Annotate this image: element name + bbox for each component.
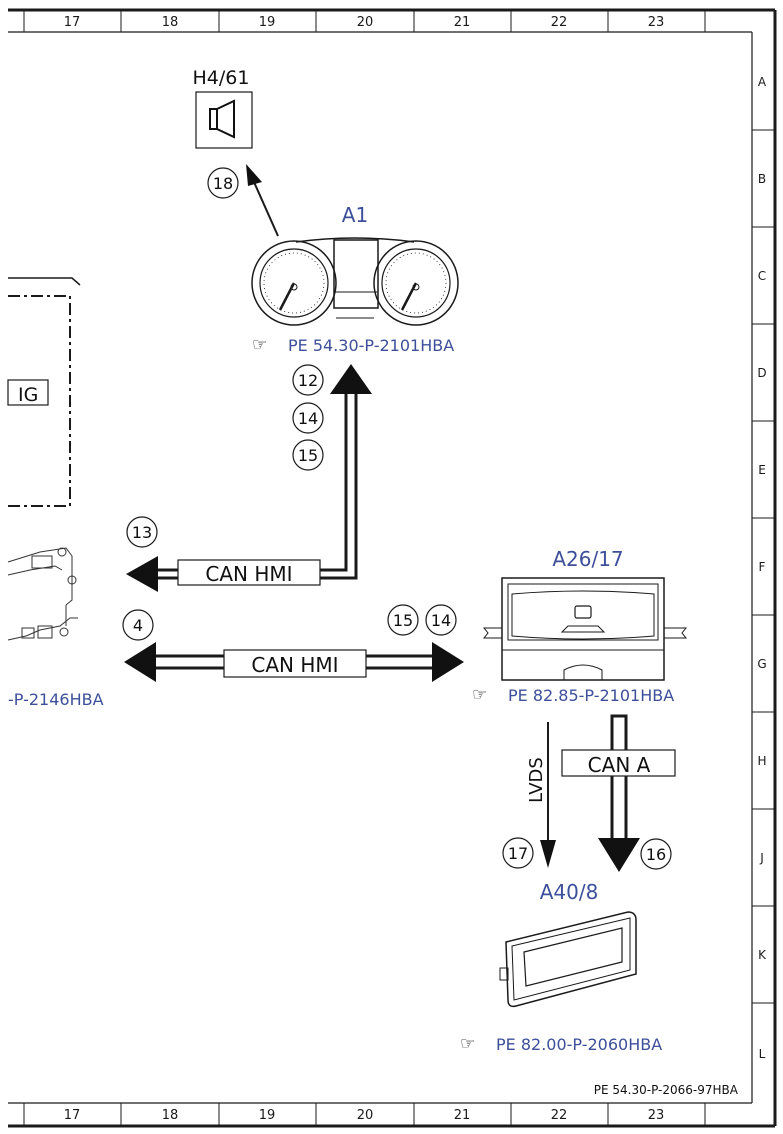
row-label-h: H	[757, 754, 766, 768]
row-label-c: C	[758, 269, 766, 283]
cluster-ref-text: PE 54.30-P-2101HBA	[288, 336, 454, 355]
left-module-partial: IG -P-2146HBA	[7, 277, 104, 709]
head-unit-a26-17: A26/17 ☞ PE 82.85-P-2101HBA	[472, 547, 688, 705]
hand-pointer-icon: ☞	[252, 335, 267, 355]
head-unit-icon	[482, 577, 688, 681]
col-label-19: 19	[259, 1108, 276, 1123]
col-label-20: 20	[357, 1108, 374, 1123]
ref-number-17: 17	[508, 844, 528, 863]
display-label: A40/8	[540, 880, 599, 904]
col-label-18: 18	[162, 15, 179, 30]
ref-number-15: 15	[298, 446, 318, 465]
column-labels-bottom: 17 18 19 20 21 22 23	[64, 1108, 665, 1123]
col-label-22: 22	[551, 1108, 568, 1123]
ref-number-14: 14	[431, 611, 451, 630]
head-unit-ref: ☞ PE 82.85-P-2101HBA	[472, 685, 674, 705]
reference-numbers	[122, 167, 672, 870]
left-module-ref-fragment: -P-2146HBA	[8, 690, 104, 709]
col-label-23: 23	[648, 1108, 665, 1123]
display-ref: ☞ PE 82.00-P-2060HBA	[460, 1034, 662, 1054]
display-icon	[499, 911, 637, 1008]
display-a40-8: A40/8 ☞ PE 82.00-P-2060HBA	[460, 880, 662, 1054]
col-label-21: 21	[454, 1108, 471, 1123]
row-label-k: K	[758, 948, 767, 962]
ref-number-14: 14	[298, 409, 318, 428]
row-label-g: G	[757, 657, 766, 671]
instrument-cluster-icon	[251, 237, 459, 326]
col-label-17: 17	[64, 1108, 81, 1123]
row-label-f: F	[759, 560, 766, 574]
can-hmi-upper-bus: CAN HMI	[126, 364, 372, 592]
hand-pointer-icon: ☞	[460, 1034, 475, 1054]
ref-number-4: 4	[133, 616, 143, 635]
sheet-frame	[8, 8, 777, 1128]
ref-number-16: 16	[646, 845, 666, 864]
col-label-22: 22	[551, 15, 568, 30]
column-labels-top: 17 18 19 20 21 22 23	[64, 15, 665, 30]
lvds-line: LVDS	[526, 722, 556, 868]
left-device-icon	[7, 547, 78, 641]
ref-number-18: 18	[213, 174, 233, 193]
speaker-icon	[209, 99, 235, 139]
head-unit-label: A26/17	[552, 547, 623, 571]
row-label-b: B	[758, 172, 766, 186]
ref-number-12: 12	[298, 371, 318, 390]
reference-number-labels: 18 12 14 15 13 4 15 14 17 16	[132, 174, 666, 864]
lvds-label: LVDS	[526, 757, 547, 803]
row-label-l: L	[759, 1047, 766, 1061]
can-a-label: CAN A	[588, 753, 651, 777]
ref-number-15: 15	[393, 611, 413, 630]
head-unit-ref-text: PE 82.85-P-2101HBA	[508, 686, 674, 705]
cluster-label: A1	[342, 203, 368, 227]
row-label-e: E	[758, 463, 766, 477]
col-label-23: 23	[648, 15, 665, 30]
col-label-20: 20	[357, 15, 374, 30]
can-hmi-upper-label: CAN HMI	[205, 562, 292, 586]
left-module-label-fragment: IG	[18, 384, 38, 406]
row-label-j: J	[759, 851, 764, 865]
display-ref-text: PE 82.00-P-2060HBA	[496, 1035, 662, 1054]
col-label-17: 17	[64, 15, 81, 30]
ref-number-13: 13	[132, 523, 152, 542]
cluster-ref: ☞ PE 54.30-P-2101HBA	[252, 335, 454, 355]
row-label-a: A	[758, 75, 767, 89]
speaker-label: H4/61	[193, 67, 250, 89]
row-label-d: D	[757, 366, 766, 380]
can-hmi-lower-bus: CAN HMI	[124, 642, 464, 682]
document-code: PE 54.30-P-2066-97HBA	[594, 1083, 739, 1097]
hand-pointer-icon: ☞	[472, 685, 487, 705]
col-label-21: 21	[454, 15, 471, 30]
row-labels: A B C D E F G H J K L	[757, 75, 767, 1061]
speaker-signal-arrow	[246, 164, 279, 237]
col-label-19: 19	[259, 15, 276, 30]
speaker-h4-61: H4/61	[193, 67, 253, 149]
can-hmi-lower-label: CAN HMI	[251, 653, 338, 677]
can-a-bus: CAN A	[561, 714, 676, 872]
instrument-cluster-a1: A1 ☞ PE 54.30-P-2101HBA	[251, 203, 459, 355]
col-label-18: 18	[162, 1108, 179, 1123]
